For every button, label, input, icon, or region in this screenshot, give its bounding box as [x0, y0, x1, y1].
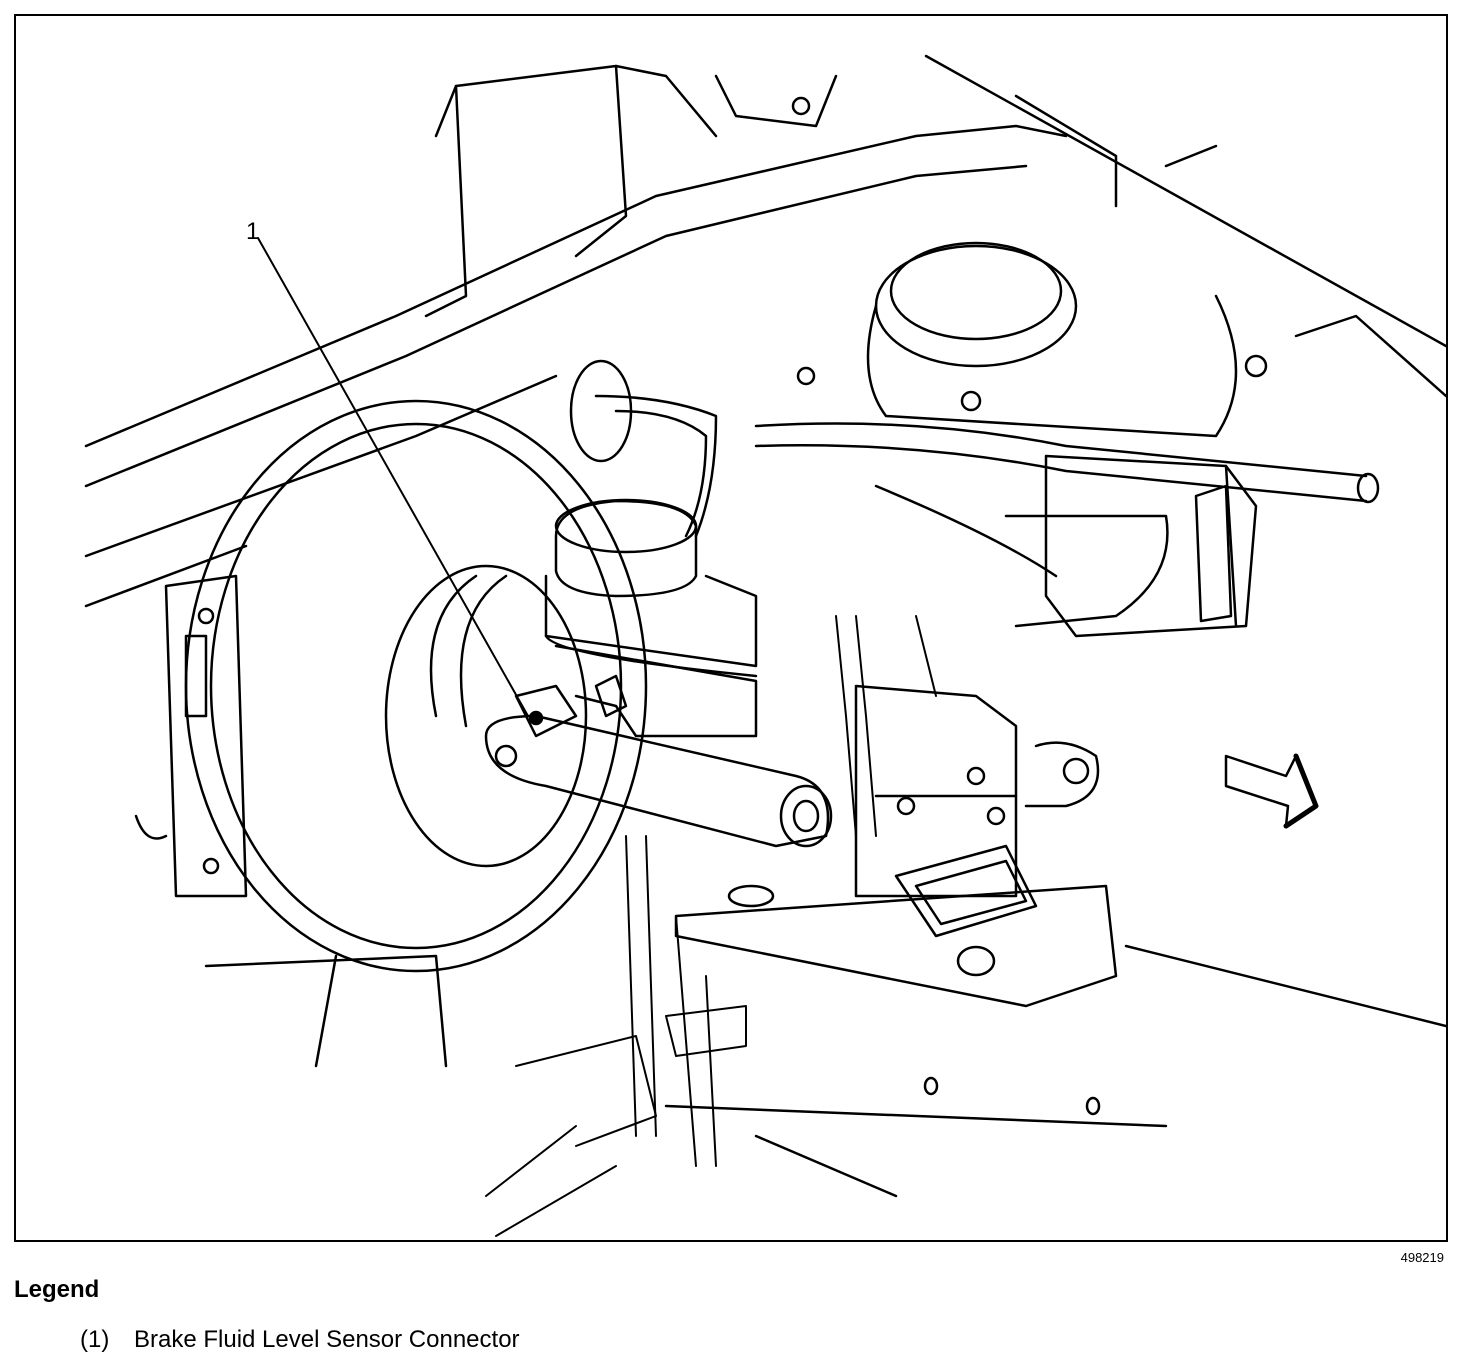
abs-modulator	[674, 684, 1118, 1008]
callout-leader-line	[257, 237, 529, 717]
figure-number: 498219	[1400, 1250, 1444, 1265]
control-module	[1044, 454, 1258, 638]
wiring-harness	[429, 359, 1380, 728]
brake-lines	[485, 615, 937, 1237]
engine-bay-illustration	[84, 54, 1446, 1237]
front-arrow-icon	[1224, 753, 1319, 829]
diagram-frame: 1	[14, 14, 1448, 1242]
cowl-panel	[84, 54, 1446, 608]
legend-title: Legend	[14, 1276, 100, 1303]
cross-member	[664, 944, 1446, 1198]
legend-item-label: Brake Fluid Level Sensor Connector	[134, 1326, 520, 1353]
sensor-connector	[528, 710, 544, 726]
brake-booster	[134, 399, 648, 1068]
master-cylinder-reservoir	[544, 498, 758, 738]
master-cylinder	[484, 674, 833, 848]
legend-item-number: (1)	[80, 1326, 110, 1353]
callout-label-1: 1	[246, 218, 260, 245]
strut-tower	[796, 241, 1268, 438]
legend-item: (1) Brake Fluid Level Sensor Connector	[80, 1326, 520, 1354]
